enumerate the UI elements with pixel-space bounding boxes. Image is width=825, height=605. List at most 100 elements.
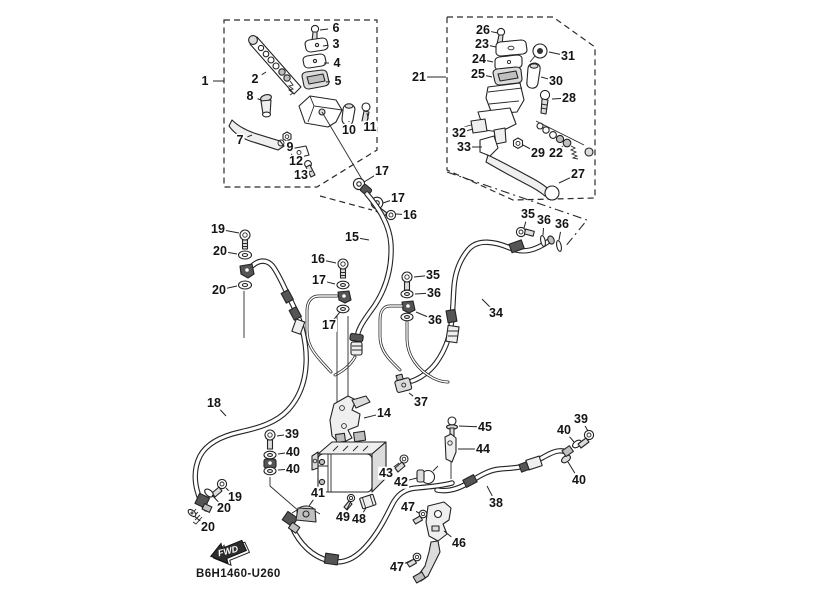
callout-label: 49 xyxy=(335,509,351,524)
callout-label: 35 xyxy=(425,267,441,282)
callout-label: 20 xyxy=(211,282,227,297)
callout-label: 40 xyxy=(285,461,301,476)
callout-label: 17 xyxy=(321,317,337,332)
callout-label: 41 xyxy=(310,485,326,500)
bracket-14 xyxy=(330,396,370,444)
callout-label: 36 xyxy=(427,312,443,327)
clamp-42 xyxy=(417,466,438,484)
callout-label: 25 xyxy=(470,66,486,81)
callout-label: 6 xyxy=(331,20,341,35)
callout-label: 11 xyxy=(362,119,378,134)
banjo-column-35-36 xyxy=(380,272,448,382)
callout-label: 14 xyxy=(376,405,392,420)
callout-label: 13 xyxy=(293,167,309,182)
callout-label: 23 xyxy=(474,36,490,51)
bolt-45 xyxy=(447,417,458,436)
callout-label: 10 xyxy=(341,122,357,137)
lower-rear-hose xyxy=(282,483,452,565)
callout-label: 44 xyxy=(475,441,491,456)
clip-48 xyxy=(359,494,376,509)
callout-label: 38 xyxy=(488,495,504,510)
callout-label: 47 xyxy=(400,499,416,514)
bolt-43 xyxy=(395,455,408,472)
callout-label: 36 xyxy=(536,212,552,227)
top-right-banjo-parts-35-36 xyxy=(516,227,562,251)
callout-label: 16 xyxy=(310,251,326,266)
callout-label: 15 xyxy=(344,229,360,244)
callout-label: 32 xyxy=(451,125,467,140)
callout-label: 21 xyxy=(411,69,427,84)
callout-label: 26 xyxy=(475,22,491,37)
bolt-47-lower xyxy=(407,553,421,567)
callout-label: 34 xyxy=(488,305,504,320)
callout-label: 36 xyxy=(426,285,442,300)
callout-label: 7 xyxy=(235,132,245,147)
callout-label: 27 xyxy=(570,166,586,181)
callout-label: 20 xyxy=(216,500,232,515)
callout-label: 45 xyxy=(477,419,493,434)
leader-layer xyxy=(194,29,588,564)
callout-label: 33 xyxy=(456,139,472,154)
assembly-box-21 xyxy=(447,17,595,200)
callout-label: 29 xyxy=(530,145,546,160)
banjo-column-19-20 xyxy=(239,230,255,338)
callout-label: 35 xyxy=(520,206,536,221)
brake-hose-18 xyxy=(192,261,306,524)
brake-hose-38 xyxy=(437,430,594,490)
callout-label: 17 xyxy=(311,272,327,287)
section-line xyxy=(447,172,587,247)
callout-label: 48 xyxy=(351,511,367,526)
callout-label: 20 xyxy=(212,243,228,258)
callout-label: 43 xyxy=(378,465,394,480)
callout-label: 39 xyxy=(573,411,589,426)
callout-label: 22 xyxy=(548,145,564,160)
callout-label: 37 xyxy=(413,394,429,409)
callout-label: 9 xyxy=(285,139,295,154)
callout-label: 42 xyxy=(393,474,409,489)
bracket-44 xyxy=(445,434,456,479)
part-code: B6H1460-U260 xyxy=(196,568,281,580)
callout-label: 19 xyxy=(210,221,226,236)
rear-master-cylinder-assembly xyxy=(464,28,593,200)
grommet-41 xyxy=(292,506,320,522)
callout-label: 39 xyxy=(284,426,300,441)
callout-label: 12 xyxy=(288,153,304,168)
callout-label: 3 xyxy=(331,36,341,51)
callout-label: 20 xyxy=(200,519,216,534)
abs-modulator xyxy=(312,431,386,492)
bolt-47-upper xyxy=(413,510,427,524)
callout-label: 40 xyxy=(556,422,572,437)
brake-hose-34 xyxy=(412,235,555,381)
callout-label: 31 xyxy=(560,48,576,63)
callout-label: 40 xyxy=(285,444,301,459)
banjo-column-16-17 xyxy=(307,259,351,433)
callout-label: 30 xyxy=(548,73,564,88)
callout-label: 5 xyxy=(333,73,343,88)
callout-label: 1 xyxy=(200,73,210,88)
callout-label: 46 xyxy=(451,535,467,550)
callout-label: 19 xyxy=(227,489,243,504)
callout-label: 40 xyxy=(571,472,587,487)
callout-label: 28 xyxy=(561,90,577,105)
clamp-37 xyxy=(393,373,412,393)
hose-end-hardware-19-20 xyxy=(187,479,227,517)
callout-label: 2 xyxy=(250,71,260,86)
banjo-column-39-40 xyxy=(264,430,300,512)
section-line-2 xyxy=(320,196,372,210)
callout-label: 18 xyxy=(206,395,222,410)
callout-label: 24 xyxy=(471,51,487,66)
callout-label: 17 xyxy=(374,163,390,178)
front-master-cylinder-assembly xyxy=(229,25,370,181)
callout-label: 47 xyxy=(389,559,405,574)
callout-label: 16 xyxy=(402,207,418,222)
callout-label: 4 xyxy=(332,55,342,70)
callout-label: 8 xyxy=(245,88,255,103)
callout-label: 36 xyxy=(554,216,570,231)
callout-label: 17 xyxy=(390,190,406,205)
assembly-box-1 xyxy=(224,20,377,187)
brake-hose-15 xyxy=(335,194,391,375)
fwd-arrow: FWD xyxy=(208,537,251,569)
